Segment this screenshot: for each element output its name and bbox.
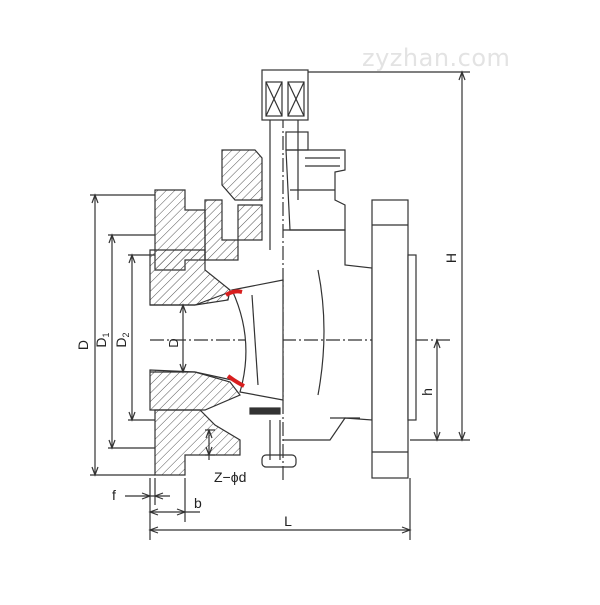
left-bore-outline (150, 291, 233, 381)
label-L: L (284, 513, 292, 529)
right-body-outline (283, 229, 373, 441)
bottom-nut (261, 454, 297, 468)
label-h: h (419, 388, 435, 396)
packing-hatched (237, 204, 263, 241)
left-body-lower (149, 369, 241, 411)
plug-inner-line (251, 294, 259, 386)
label-z-phi-d: Z−ϕd (214, 469, 246, 485)
label-D: D (75, 340, 91, 350)
label-H: H (443, 253, 459, 263)
label-b: b (194, 495, 202, 511)
seal-lower (226, 374, 245, 388)
label-f: f (112, 487, 116, 503)
gland-hatched-left (221, 149, 263, 201)
right-flange-raised-face (407, 254, 417, 421)
label-D1: D1 (93, 332, 111, 347)
bottom-spacer (249, 407, 281, 415)
stem-square-head (261, 69, 309, 121)
label-D2-sub: 2 (121, 332, 131, 337)
plug-left-outline (231, 279, 284, 401)
label-D1-sub: 1 (101, 332, 111, 337)
gland-nut (285, 131, 309, 151)
label-bore-D: D (166, 338, 181, 347)
left-flange-lower (154, 409, 241, 476)
right-flange (371, 199, 409, 479)
seal-upper (224, 289, 243, 297)
right-body-curve (317, 269, 325, 396)
body-neck-left (204, 199, 239, 261)
watermark-text: zyzhan.com (362, 44, 511, 72)
label-D2: D2 (113, 332, 131, 347)
